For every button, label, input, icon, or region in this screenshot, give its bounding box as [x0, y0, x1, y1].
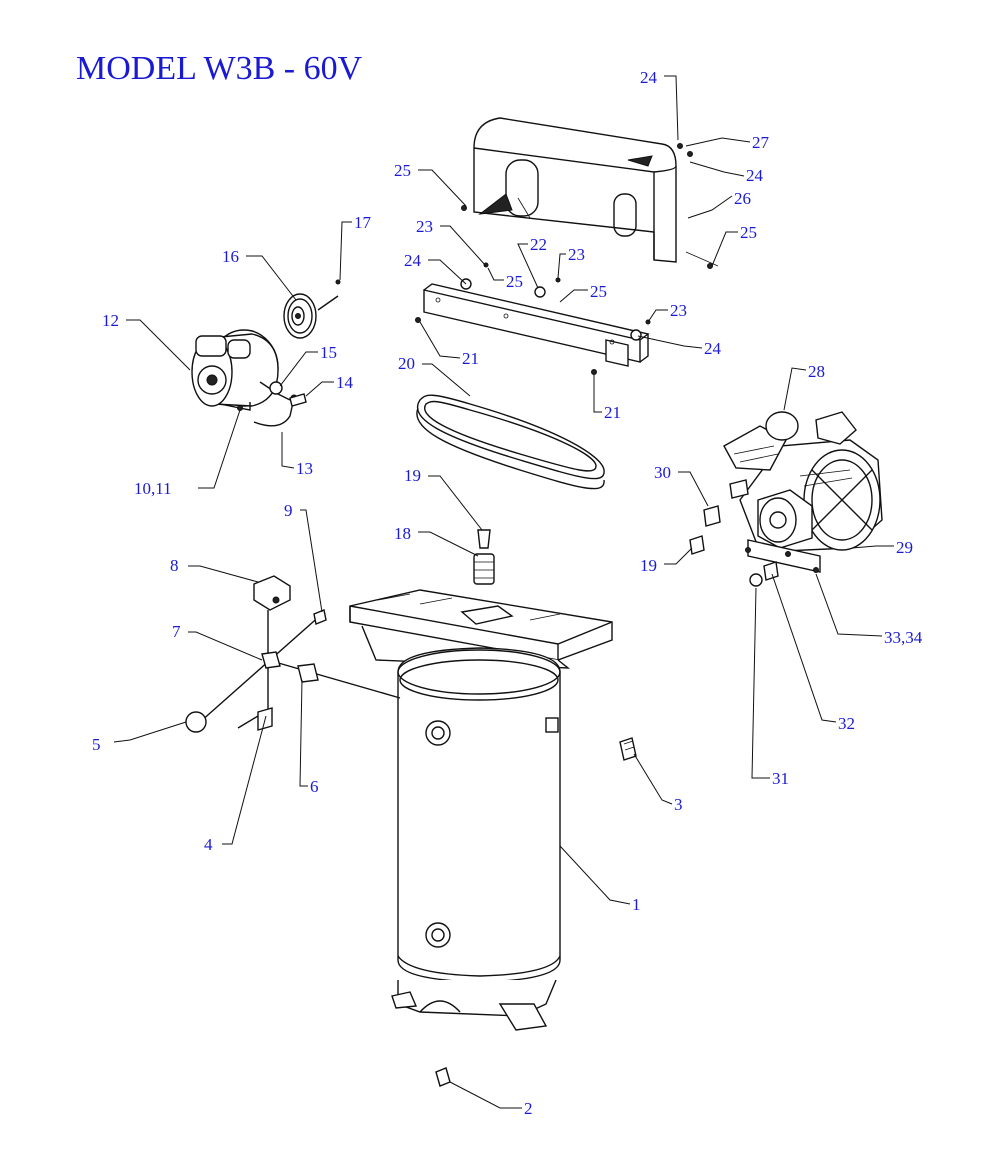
guard-bracket	[415, 262, 651, 375]
leader-line	[689, 161, 745, 177]
callout-label: 25	[590, 282, 607, 301]
callout-label: 5	[92, 735, 101, 754]
callout-label: 24	[746, 166, 764, 185]
leader-line	[771, 573, 837, 723]
callout-label: 19	[404, 466, 421, 485]
leader-line	[246, 255, 297, 301]
callout-label: 20	[398, 354, 415, 373]
tank-fittings-top	[473, 529, 495, 585]
callout-label: 3	[674, 795, 683, 814]
callout-label: 13	[296, 459, 313, 478]
callout-label: 7	[172, 622, 181, 641]
callout-label: 22	[530, 235, 547, 254]
compressor-pump	[689, 411, 883, 587]
leader-line	[559, 845, 631, 905]
leader-line	[751, 587, 770, 779]
leader-line	[419, 321, 461, 359]
callout-label: 21	[462, 349, 479, 368]
leader-line	[188, 565, 259, 583]
callout-label: 18	[394, 524, 411, 543]
leader-line	[851, 545, 894, 549]
callout-label: 9	[284, 501, 293, 520]
leader-line	[815, 573, 883, 637]
leader-line	[428, 259, 467, 285]
callout-label: 24	[640, 68, 658, 87]
callout-label: 8	[170, 556, 179, 575]
leader-line	[198, 409, 241, 489]
drain-valve	[435, 1067, 451, 1087]
leader-line	[428, 475, 483, 531]
callout-label: 30	[654, 463, 671, 482]
leader-line	[113, 721, 187, 743]
callout-label: 23	[568, 245, 585, 264]
model-title: MODEL W3B - 60V	[76, 50, 363, 87]
leader-line	[557, 253, 566, 279]
callout-label: 10,11	[134, 479, 172, 498]
tank-plug	[619, 737, 637, 761]
leader-line	[418, 169, 467, 207]
leader-line	[487, 267, 504, 281]
leader-line	[678, 471, 709, 507]
callout-label: 24	[404, 251, 422, 270]
leader-line	[339, 221, 352, 281]
callout-label: 25	[506, 272, 523, 291]
callout-label: 16	[222, 247, 239, 266]
callout-label: 32	[838, 714, 855, 733]
callout-label: 14	[336, 373, 354, 392]
leader-line	[449, 1081, 522, 1109]
motor-pulley	[283, 279, 341, 339]
leader-line	[440, 225, 487, 267]
callout-label: 27	[752, 133, 770, 152]
belt-guard	[461, 117, 719, 269]
callout-label: 24	[704, 339, 722, 358]
leader-line	[783, 367, 807, 411]
callout-label: 21	[604, 403, 621, 422]
callout-label: 19	[640, 556, 657, 575]
leader-line	[637, 335, 703, 349]
callout-label: 17	[354, 213, 372, 232]
callout-label: 15	[320, 343, 337, 362]
callout-label: 6	[310, 777, 319, 796]
air-tank	[391, 647, 561, 1031]
leader-line	[279, 351, 318, 387]
leader-line	[633, 753, 673, 805]
leader-line	[685, 137, 751, 147]
leader-line	[517, 243, 539, 289]
leader-line	[559, 289, 588, 303]
callout-label: 23	[670, 301, 687, 320]
v-belt	[416, 394, 605, 490]
callout-label: 25	[394, 161, 411, 180]
callout-label: 23	[416, 217, 433, 236]
leader-line	[126, 319, 191, 371]
leader-line	[593, 374, 602, 413]
callout-label: 33,34	[884, 628, 923, 647]
callout-label: 26	[734, 189, 751, 208]
callout-label: 31	[772, 769, 789, 788]
leader-line	[305, 381, 334, 397]
leader-line	[281, 432, 295, 469]
leader-line	[422, 363, 471, 397]
callout-label: 1	[632, 895, 641, 914]
callout-label: 25	[740, 223, 757, 242]
leader-line	[687, 195, 733, 219]
leader-line	[664, 547, 693, 565]
motor	[191, 329, 307, 427]
leader-line	[188, 631, 263, 661]
callout-label: 4	[204, 835, 213, 854]
leader-lines	[113, 75, 894, 1109]
leader-line	[711, 231, 738, 267]
leader-line	[222, 715, 267, 845]
callout-label: 2	[524, 1099, 533, 1118]
leader-line	[418, 531, 479, 557]
leader-line	[647, 309, 668, 323]
callout-label: 29	[896, 538, 913, 557]
callout-label: 28	[808, 362, 825, 381]
leader-line	[664, 75, 679, 141]
callout-label: 12	[102, 311, 119, 330]
leader-line	[300, 509, 323, 613]
leader-line	[299, 679, 308, 787]
manifold-assembly	[185, 575, 401, 733]
